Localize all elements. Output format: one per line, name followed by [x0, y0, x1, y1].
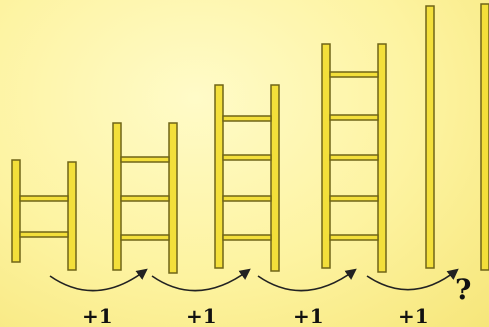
- step-arrow-3: [257, 268, 357, 292]
- ladder-3-rail-left: [214, 84, 224, 269]
- step-arrow-4: [366, 268, 459, 291]
- ladder-1: [11, 159, 77, 271]
- ladder-4-rung: [329, 195, 379, 202]
- ladder-1-rail-right: [67, 161, 77, 271]
- ladder-2-rail-left: [112, 122, 122, 271]
- ladder-4-rung: [329, 234, 379, 241]
- ladder-3-rung: [222, 195, 272, 202]
- ladder-2-rung: [120, 156, 170, 163]
- ladder-1-rail-left: [11, 159, 21, 263]
- ladder-3-rung: [222, 115, 272, 122]
- ladder-1-rung: [19, 231, 69, 238]
- ladder-5-rail-right: [480, 3, 489, 271]
- ladder-3: [214, 84, 280, 272]
- ladder-2-rung: [120, 195, 170, 202]
- ladder-2-rail-right: [168, 122, 178, 274]
- step-label-2: +1: [186, 304, 217, 327]
- ladder-4-rung: [329, 154, 379, 161]
- ladder-5-rail-left: [425, 5, 435, 269]
- ladder-4-rail-right: [377, 43, 387, 273]
- ladder-2-rung: [120, 234, 170, 241]
- ladder-4: [321, 43, 387, 273]
- question-mark: ?: [455, 273, 471, 306]
- ladder-5-incomplete: [425, 3, 489, 271]
- ladder-2: [112, 122, 178, 274]
- step-label-1: +1: [82, 304, 113, 327]
- step-arrow-1: [49, 268, 148, 292]
- ladder-3-rung: [222, 234, 272, 241]
- ladder-1-rung: [19, 195, 69, 202]
- ladder-4-rail-left: [321, 43, 331, 269]
- step-label-3: +1: [293, 304, 324, 327]
- step-arrows: [49, 268, 459, 292]
- step-label-4: +1: [398, 304, 429, 327]
- ladder-3-rung: [222, 154, 272, 161]
- ladder-4-rung: [329, 71, 379, 78]
- ladder-3-rail-right: [270, 84, 280, 272]
- step-arrow-2: [151, 268, 251, 292]
- ladder-4-rung: [329, 114, 379, 121]
